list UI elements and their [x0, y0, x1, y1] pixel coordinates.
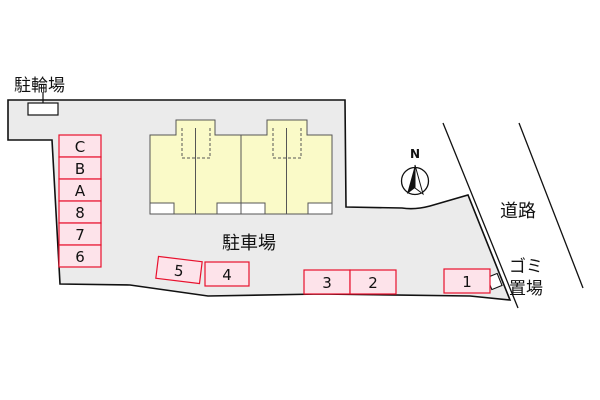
parking-space-label: 1 — [462, 273, 472, 291]
building-right — [240, 119, 333, 215]
parking-space-label: 4 — [222, 266, 232, 284]
parking-space: A — [58, 178, 102, 202]
bicycle-parking-rack — [27, 102, 59, 116]
parking-space: 4 — [204, 261, 250, 287]
parking-space-label: 8 — [75, 204, 85, 222]
road-edge-right — [518, 122, 584, 289]
parking-space-label: 5 — [173, 261, 185, 280]
parking-space: 8 — [58, 200, 102, 224]
north-arrow-icon: N — [400, 147, 430, 196]
north-label: N — [410, 147, 420, 161]
parking-lot-label: 駐車場 — [222, 233, 276, 254]
parking-space: 2 — [349, 269, 397, 295]
parking-space: 7 — [58, 222, 102, 246]
parking-space-label: B — [75, 160, 85, 178]
road-label: 道路 — [500, 201, 536, 222]
building-left — [149, 119, 242, 215]
parking-space: 1 — [443, 268, 491, 294]
parking-space-label: A — [75, 182, 86, 200]
parking-space: 3 — [303, 269, 351, 295]
parking-space-label: 3 — [322, 274, 332, 292]
garbage-label-line2: 置場 — [509, 279, 543, 299]
parking-space: C — [58, 134, 102, 158]
parking-space: B — [58, 156, 102, 180]
parking-space-label: 2 — [368, 274, 378, 292]
bicycle-parking-label: 駐輪場 — [14, 76, 65, 96]
parking-space-label: C — [75, 138, 85, 156]
road-edge-left — [442, 122, 519, 309]
parking-space: 6 — [58, 244, 102, 268]
parking-space: 5 — [155, 255, 203, 285]
garbage-label-line1: ゴミ — [509, 256, 543, 277]
parking-space-label: 7 — [75, 226, 85, 244]
parking-space-label: 6 — [75, 248, 85, 266]
